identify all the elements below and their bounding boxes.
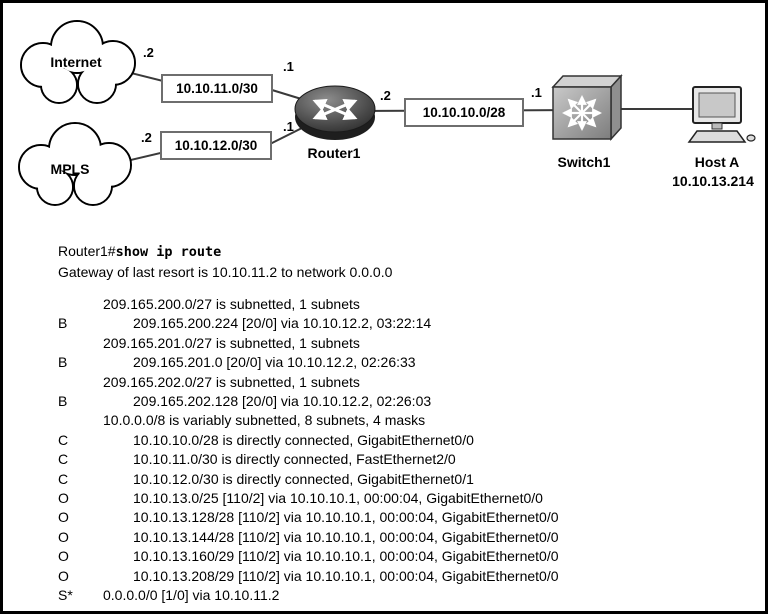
route-text: 10.10.13.144/28 [110/2] via 10.10.10.1, … [133, 528, 559, 545]
if-label-lan-router: .2 [380, 88, 391, 103]
route-row: O 10.10.13.144/28 [110/2] via 10.10.10.1,… [58, 528, 559, 547]
mpls-cloud-icon [18, 122, 132, 206]
route-code: O [58, 567, 69, 584]
route-text: 10.10.12.0/30 is directly connected, Gig… [133, 470, 474, 487]
route-code [58, 411, 103, 430]
route-text: 10.0.0.0/8 is variably subnetted, 8 subn… [103, 412, 426, 429]
route-row: O 10.10.13.208/29 [110/2] via 10.10.10.1,… [58, 567, 559, 586]
if-label-lan-switch: .1 [531, 85, 542, 100]
route-row: O 10.10.13.0/25 [110/2] via 10.10.10.1, 0… [58, 489, 559, 508]
switch-label: Switch1 [558, 154, 611, 170]
if-label-internet-far: .2 [143, 45, 154, 60]
subnet-label-internet: 10.10.11.0/30 [176, 81, 258, 96]
route-row: S* 0.0.0.0/0 [1/0] via 10.10.11.2 [58, 586, 559, 605]
route-table: 209.165.200.0/27 is subnetted, 1 subnets… [58, 295, 559, 606]
route-code: O [58, 509, 69, 526]
route-row: 209.165.202.0/27 is subnetted, 1 subnets [58, 373, 559, 392]
cli-command-line: Router1#show ip route [58, 241, 559, 262]
route-text: 209.165.202.0/27 is subnetted, 1 subnets [103, 373, 360, 390]
route-text: 10.10.13.160/29 [110/2] via 10.10.10.1, … [133, 548, 559, 565]
route-row: O 10.10.13.128/28 [110/2] via 10.10.10.1,… [58, 508, 559, 527]
route-code: C [58, 431, 69, 448]
if-label-mpls-far: .2 [141, 130, 152, 145]
host-label: Host A [695, 154, 740, 170]
subnet-label-mpls: 10.10.12.0/30 [175, 138, 258, 153]
route-row: C 10.10.10.0/28 is directly connected, Gi… [58, 431, 559, 450]
route-row: 209.165.201.0/27 is subnetted, 1 subnets [58, 334, 559, 353]
cli-output: Router1#show ip route Gateway of last re… [58, 241, 559, 606]
route-text: 209.165.202.128 [20/0] via 10.10.12.2, 0… [133, 393, 432, 410]
host-icon [687, 86, 756, 143]
route-code: B [58, 354, 68, 371]
route-code: C [58, 470, 69, 487]
switch-icon [551, 74, 623, 141]
router-label: Router1 [308, 145, 361, 161]
if-label-internet-near: .1 [283, 59, 294, 74]
route-text: 0.0.0.0/0 [1/0] via 10.10.11.2 [103, 587, 280, 604]
route-row: B 209.165.200.224 [20/0] via 10.10.12.2, … [58, 314, 559, 333]
cli-command: show ip route [115, 244, 222, 260]
route-row: B 209.165.202.128 [20/0] via 10.10.12.2, … [58, 392, 559, 411]
route-text: 209.165.201.0/27 is subnetted, 1 subnets [103, 334, 360, 351]
route-row: 209.165.200.0/27 is subnetted, 1 subnets [58, 295, 559, 314]
internet-cloud-icon [20, 20, 136, 104]
host-ip-label: 10.10.13.214 [672, 173, 754, 189]
subnet-box-mpls [160, 131, 272, 160]
route-code [58, 334, 103, 353]
route-code: B [58, 393, 68, 410]
route-code [58, 373, 103, 392]
route-text: 209.165.201.0 [20/0] via 10.10.12.2, 02:… [133, 354, 416, 371]
router-icon [294, 85, 376, 140]
route-text: 10.10.13.128/28 [110/2] via 10.10.10.1, … [133, 509, 559, 526]
if-label-mpls-near: .1 [283, 119, 294, 134]
route-code: O [58, 548, 69, 565]
topology-diagram: Internet MPLS 10.10.11.0/30 10.10.12.0/3… [18, 20, 756, 206]
route-text: 10.10.11.0/30 is directly connected, Fas… [133, 451, 456, 468]
route-code: C [58, 451, 69, 468]
route-code [58, 295, 103, 314]
gateway-line: Gateway of last resort is 10.10.11.2 to … [58, 264, 393, 280]
route-row: B 209.165.201.0 [20/0] via 10.10.12.2, 02… [58, 353, 559, 372]
cli-prompt: Router1# [58, 243, 116, 259]
route-text: 10.10.13.208/29 [110/2] via 10.10.10.1, … [133, 567, 559, 584]
subnet-label-lan: 10.10.10.0/28 [423, 105, 506, 120]
route-row: C 10.10.11.0/30 is directly connected, Fa… [58, 450, 559, 469]
route-text: 10.10.10.0/28 is directly connected, Gig… [133, 431, 474, 448]
route-text: 209.165.200.0/27 is subnetted, 1 subnets [103, 296, 360, 312]
subnet-box-internet [161, 74, 273, 103]
route-row: 10.0.0.0/8 is variably subnetted, 8 subn… [58, 411, 559, 430]
route-row: C 10.10.12.0/30 is directly connected, Gi… [58, 470, 559, 489]
route-row: O 10.10.13.160/29 [110/2] via 10.10.10.1,… [58, 547, 559, 566]
route-text: 10.10.13.0/25 [110/2] via 10.10.10.1, 00… [133, 490, 543, 507]
route-code: O [58, 490, 69, 507]
route-code: B [58, 315, 68, 332]
route-code: S* [58, 587, 73, 604]
subnet-box-lan [404, 98, 524, 127]
internet-cloud-label: Internet [50, 54, 102, 70]
mpls-cloud-label: MPLS [51, 161, 90, 177]
route-code: O [58, 528, 69, 545]
route-text: 209.165.200.224 [20/0] via 10.10.12.2, 0… [133, 315, 432, 332]
